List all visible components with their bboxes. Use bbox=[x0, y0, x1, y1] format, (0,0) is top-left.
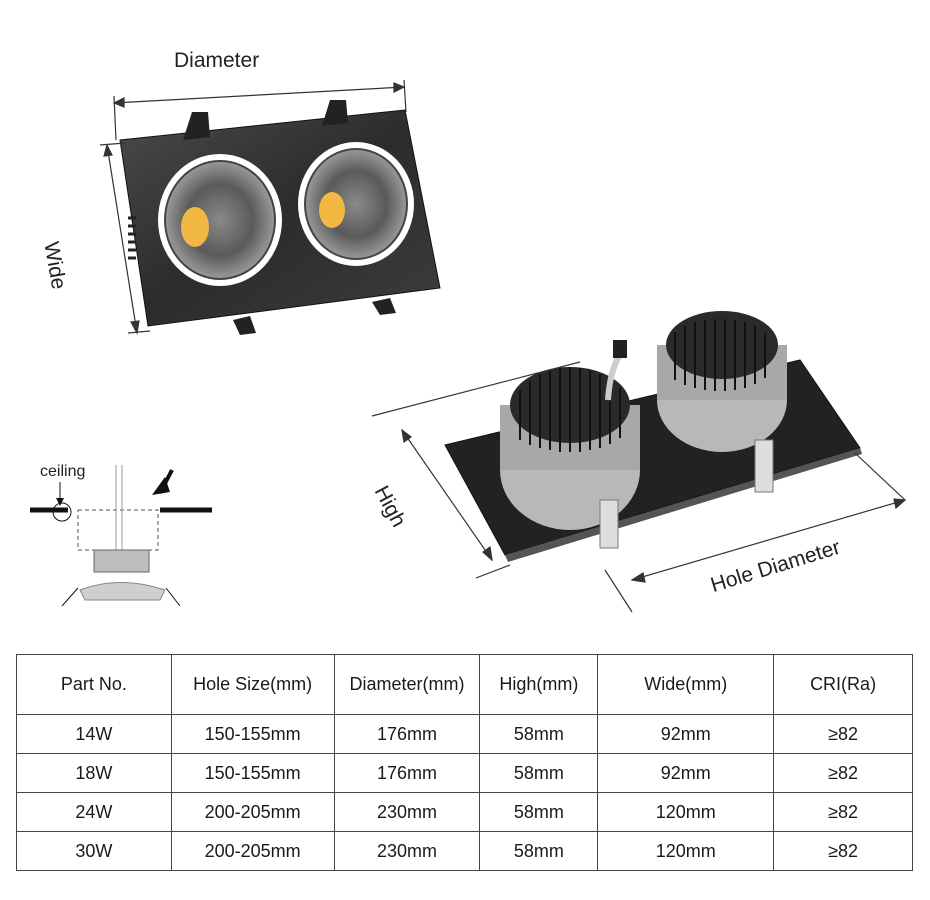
dimension-lines-rear bbox=[371, 361, 907, 613]
cell-wide: 92mm bbox=[597, 714, 775, 754]
header-cri: CRI(Ra) bbox=[773, 654, 913, 715]
cell-wide: 92mm bbox=[597, 753, 775, 793]
cell-hole-size: 150-155mm bbox=[170, 714, 335, 754]
cell-hole-size: 200-205mm bbox=[170, 792, 335, 832]
table-row: 14W 150-155mm 176mm 58mm 92mm ≥82 bbox=[16, 714, 913, 754]
cell-hole-size: 150-155mm bbox=[170, 753, 335, 793]
ceiling-label: ceiling bbox=[40, 463, 86, 480]
cell-part-no: 30W bbox=[16, 831, 172, 871]
cell-wide: 120mm bbox=[597, 831, 775, 871]
cell-cri: ≥82 bbox=[773, 792, 913, 832]
diameter-label: Diameter bbox=[174, 49, 260, 72]
cell-part-no: 14W bbox=[16, 714, 172, 754]
cell-diameter: 230mm bbox=[333, 831, 481, 871]
cell-cri: ≥82 bbox=[773, 714, 913, 754]
header-diameter: Diameter(mm) bbox=[333, 654, 481, 715]
header-wide: Wide(mm) bbox=[597, 654, 775, 715]
cell-cri: ≥82 bbox=[773, 753, 913, 793]
cell-hole-size: 200-205mm bbox=[170, 831, 335, 871]
header-part-no: Part No. bbox=[16, 654, 172, 715]
rear-view-fixture bbox=[444, 311, 862, 562]
installation-diagram bbox=[30, 465, 212, 607]
cell-high: 58mm bbox=[479, 753, 599, 793]
cell-diameter: 176mm bbox=[333, 753, 481, 793]
header-hole-size: Hole Size(mm) bbox=[170, 654, 335, 715]
table-row: 24W 200-205mm 230mm 58mm 120mm ≥82 bbox=[16, 792, 913, 832]
cell-high: 58mm bbox=[479, 714, 599, 754]
cell-part-no: 18W bbox=[16, 753, 172, 793]
cell-high: 58mm bbox=[479, 831, 599, 871]
dimension-lines-top bbox=[99, 79, 407, 335]
table-row: 30W 200-205mm 230mm 58mm 120mm ≥82 bbox=[16, 831, 913, 871]
cell-diameter: 230mm bbox=[333, 792, 481, 832]
product-illustration bbox=[30, 79, 907, 613]
front-view-fixture bbox=[119, 100, 441, 335]
cell-diameter: 176mm bbox=[333, 714, 481, 754]
cell-wide: 120mm bbox=[597, 792, 775, 832]
table-header-row: Part No. Hole Size(mm) Diameter(mm) High… bbox=[16, 654, 913, 715]
cell-high: 58mm bbox=[479, 792, 599, 832]
cell-part-no: 24W bbox=[16, 792, 172, 832]
spec-table: Part No. Hole Size(mm) Diameter(mm) High… bbox=[16, 654, 913, 871]
cell-cri: ≥82 bbox=[773, 831, 913, 871]
header-high: High(mm) bbox=[479, 654, 599, 715]
table-row: 18W 150-155mm 176mm 58mm 92mm ≥82 bbox=[16, 753, 913, 793]
